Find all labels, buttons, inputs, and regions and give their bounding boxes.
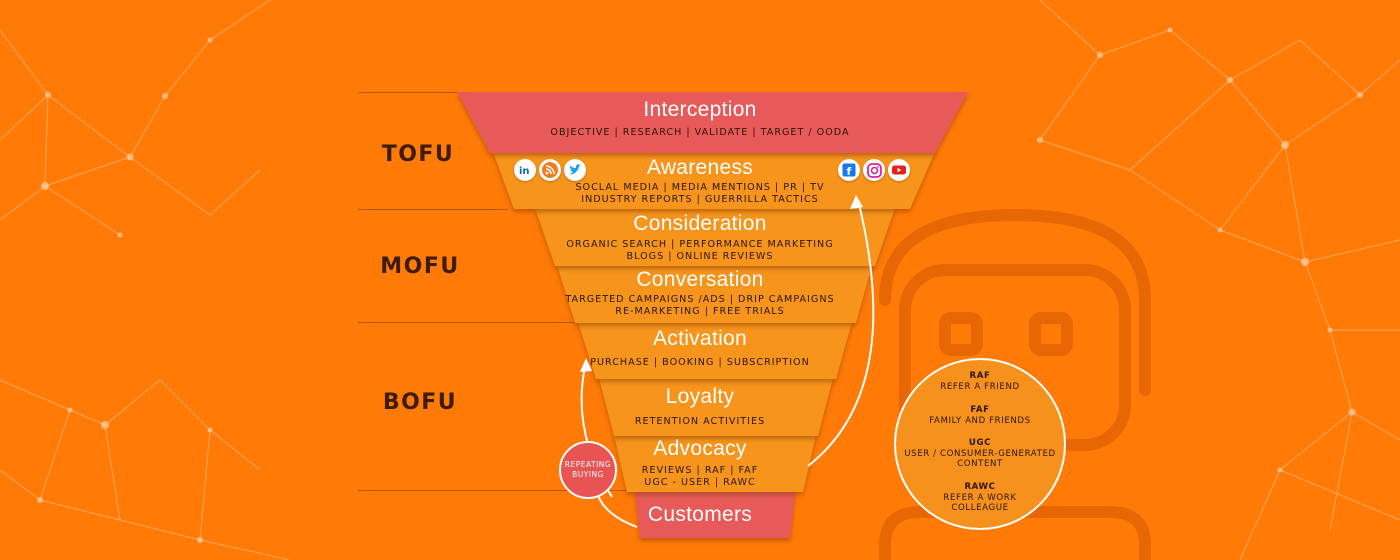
svg-text:f: f — [847, 165, 852, 177]
referral-desc: COLLEAGUE — [951, 503, 1009, 513]
referral-item-rawc: RAWC REFER A WORK COLLEAGUE — [896, 482, 1064, 514]
stage-desc-loyalty: RETENTION ACTIVITIES — [634, 416, 766, 427]
referral-desc: REFER A FRIEND — [940, 381, 1020, 392]
section-divider — [358, 322, 583, 323]
funnel-layer-customers — [635, 491, 795, 538]
referral-desc: FAMILY AND FRIENDS — [929, 415, 1031, 426]
repeat-badge-line2: BUYING — [572, 470, 604, 479]
funnel-layer-awareness — [493, 152, 935, 209]
stage-desc-interception: OBJECTIVE | RESEARCH | VALIDATE | TARGET… — [550, 127, 850, 138]
stage-desc-activation: PURCHASE | BOOKING | SUBSCRIPTION — [590, 357, 810, 368]
svg-text:in: in — [519, 166, 530, 177]
referral-legend-circle: RAF REFER A FRIEND FAF FAMILY AND FRIEND… — [894, 358, 1066, 530]
stage-desc-awareness-1: SOCLAL MEDIA | MEDIA MENTIONS | PR | TV — [575, 182, 825, 193]
referral-abbr: UGC — [968, 438, 992, 448]
stage-desc-conversation-1: TARGETED CAMPAIGNS /ADS | DRIP CAMPAIGNS — [565, 294, 835, 305]
facebook-icon: f — [838, 159, 860, 181]
funnel-layer-loyalty — [599, 378, 833, 436]
referral-desc: USER / CONSUMER-GENERATED — [904, 448, 1056, 459]
stage-title-activation: Activation — [652, 327, 748, 350]
stage-title-loyalty: Loyalty — [665, 385, 735, 408]
stage-title-conversation: Conversation — [636, 268, 764, 291]
stage-desc-advocacy-2: UGC - USER | RAWC — [644, 477, 756, 488]
funnel-layer-conversation — [557, 265, 872, 323]
youtube-icon — [888, 159, 910, 181]
rss-icon — [539, 159, 561, 181]
section-label-mofu: MOFU — [380, 254, 460, 279]
instagram-icon — [863, 159, 885, 181]
arrow-head-left — [580, 358, 592, 372]
stage-desc-awareness-2: INDUSTRY REPORTS | GUERRILLA TACTICS — [581, 194, 819, 205]
arrow-head-right — [850, 195, 863, 209]
referral-abbr: RAWC — [964, 482, 996, 492]
stage-desc-advocacy-1: REVIEWS | RAF | FAF — [641, 465, 759, 476]
stage-title-awareness: Awareness — [646, 156, 754, 179]
stage-title-interception: Interception — [643, 98, 757, 121]
referral-desc: REFER A WORK — [943, 492, 1017, 503]
section-divider — [358, 209, 508, 210]
linkedin-icon: in — [514, 159, 536, 181]
stage-title-customers: Customers — [647, 503, 753, 526]
referral-item-faf: FAF FAMILY AND FRIENDS — [896, 405, 1064, 426]
referral-abbr: FAF — [970, 405, 990, 415]
stage-title-advocacy: Advocacy — [653, 437, 747, 460]
section-label-bofu: BOFU — [382, 390, 458, 415]
stage-desc-consideration-2: BLOGS | ONLINE REVIEWS — [626, 251, 774, 262]
funnel-layer-activation — [578, 322, 852, 379]
funnel-layer-interception — [457, 92, 968, 153]
section-divider — [358, 92, 460, 93]
funnel-layer-consideration — [535, 208, 895, 266]
repeat-badge-line1: REPEATING — [564, 460, 612, 469]
stage-desc-conversation-2: RE-MARKETING | FREE TRIALS — [615, 306, 785, 317]
section-label-tofu: TOFU — [381, 142, 455, 167]
section-divider — [358, 490, 626, 491]
twitter-icon — [564, 159, 586, 181]
funnel-layer-advocacy — [614, 435, 816, 492]
referral-abbr: RAF — [969, 371, 991, 381]
referral-item-ugc: UGC USER / CONSUMER-GENERATED CONTENT — [896, 438, 1064, 470]
referral-item-raf: RAF REFER A FRIEND — [896, 371, 1064, 392]
advocacy-arrow-right — [807, 199, 875, 467]
stage-desc-consideration-1: ORGANIC SEARCH | PERFORMANCE MARKETING — [566, 239, 834, 250]
referral-desc: CONTENT — [957, 459, 1003, 469]
stage-title-consideration: Consideration — [633, 212, 767, 235]
customers-loop-arrow — [597, 494, 638, 528]
repeating-buying-badge: REPEATING BUYING — [559, 441, 617, 499]
